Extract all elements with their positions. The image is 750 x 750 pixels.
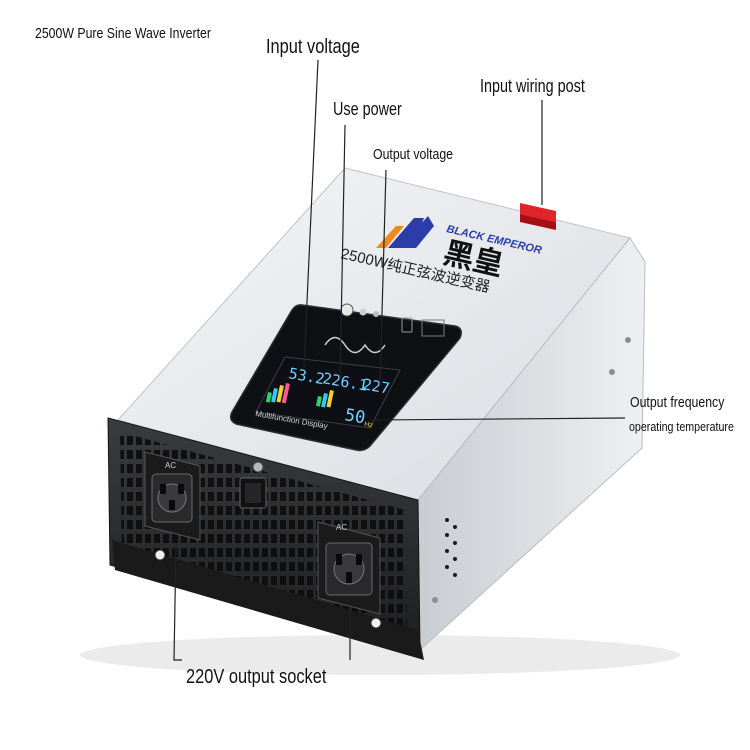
ac-socket-right [317, 521, 381, 615]
callout-lines [173, 59, 626, 661]
brand-logo [376, 216, 434, 248]
screw [609, 369, 615, 375]
mount-hole [154, 549, 166, 561]
sine-wave-icon [324, 336, 386, 354]
grid-icon [421, 319, 445, 337]
lcd-screen [255, 356, 401, 429]
callout-use-power: Use power [333, 99, 402, 119]
input-terminal [520, 203, 556, 230]
shadow [80, 635, 680, 675]
socket-label-left: AC [165, 461, 176, 470]
socket-label-right: AC [336, 523, 347, 532]
callout-output-voltage: Output voltage [373, 146, 454, 163]
callout-operating-temperature: operating temperature [629, 419, 734, 434]
screw [625, 337, 631, 343]
mounting-base [112, 540, 424, 660]
battery-icon [401, 317, 413, 333]
product-title: 2500W Pure Sine Wave Inverter [35, 25, 211, 42]
gauge-bars [265, 382, 334, 408]
indicator-light [373, 311, 379, 317]
readout-output-voltage: 227 [361, 375, 391, 397]
side-vents [445, 518, 457, 577]
callout-input-wiring-post: Input wiring post [480, 76, 585, 96]
indicator-light [340, 303, 354, 317]
callout-output-frequency: Output frequency [630, 394, 725, 411]
screw [432, 597, 438, 603]
callout-input-voltage: Input voltage [266, 36, 360, 58]
power-switch [239, 461, 267, 509]
readout-frequency: 50 [343, 405, 367, 428]
readout-input-voltage: 53.2 [287, 364, 326, 388]
indicator-light [359, 308, 367, 316]
ac-socket-left [144, 451, 201, 541]
readout-frequency-unit: Hz [364, 421, 374, 429]
callout-output-socket: 220V output socket [186, 666, 327, 688]
mount-hole [370, 617, 382, 629]
